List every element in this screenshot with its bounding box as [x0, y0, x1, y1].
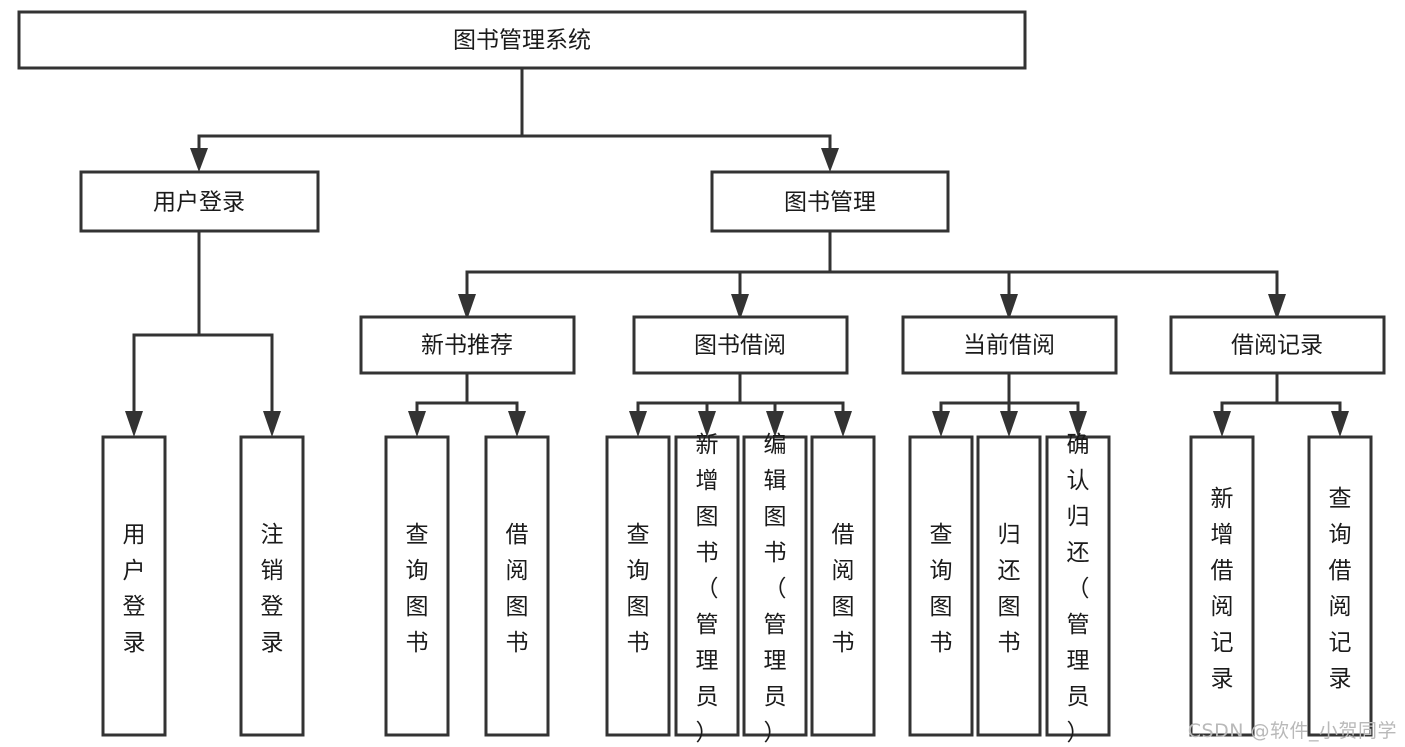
arrowhead-new-book — [458, 294, 476, 320]
node-user-login-box[interactable] — [79, 170, 320, 233]
node-borrow-record-label: 借阅记录 — [1231, 333, 1323, 359]
node-book-management-box[interactable] — [710, 170, 950, 233]
leaf-bookborrow-edit-box[interactable] — [742, 435, 808, 737]
leaf-currentborrow-confirm-box[interactable] — [1045, 435, 1111, 737]
leaf-borrowrecord-query-box[interactable] — [1307, 435, 1373, 737]
leaf-bookborrow-query-box[interactable] — [605, 435, 671, 737]
leaf-logout-box[interactable] — [239, 435, 305, 737]
leaf-bookborrow-borrow-label: 借阅图书 — [832, 522, 855, 656]
node-borrow-record-box[interactable] — [1169, 315, 1386, 375]
arrowhead-bookborrow-leaf-4 — [834, 411, 852, 437]
leaf-node[interactable]: 查询图书 — [605, 435, 671, 737]
node-root-label: 图书管理系统 — [453, 28, 591, 54]
arrowhead-borrow-record — [1268, 294, 1286, 320]
leaf-newbook-borrow-label: 借阅图书 — [506, 522, 529, 656]
leaf-newbook-query-label: 查询图书 — [406, 522, 429, 656]
leaf-node[interactable]: 确认归还（管理员） — [1045, 432, 1111, 746]
arrowhead-book-mgmt — [821, 148, 839, 172]
leaf-bookborrow-add-box[interactable] — [674, 435, 740, 737]
leaf-node[interactable]: 注销登录 — [239, 435, 305, 737]
leaf-node[interactable]: 查询图书 — [384, 435, 450, 737]
leaf-currentborrow-confirm-label: 确认归还（管理员） — [1067, 432, 1090, 746]
leaf-bookborrow-edit-label: 编辑图书（管理员） — [764, 432, 787, 746]
node-current-borrow-label: 当前借阅 — [963, 333, 1055, 359]
node-book-management-label: 图书管理 — [784, 190, 876, 216]
node-user-login-label: 用户登录 — [153, 190, 245, 216]
node-book-borrow[interactable]: 图书借阅 — [632, 315, 849, 375]
leaf-node[interactable]: 借阅图书 — [810, 435, 876, 737]
leaf-node[interactable]: 借阅图书 — [484, 435, 550, 737]
leaf-newbook-query-box[interactable] — [384, 435, 450, 737]
arrowhead-user-login-leaf-2 — [263, 411, 281, 437]
leaf-node[interactable]: 查询借阅记录 — [1307, 435, 1373, 737]
leaf-logout-label: 注销登录 — [261, 522, 284, 656]
leaf-currentborrow-return-box[interactable] — [976, 435, 1042, 737]
node-book-borrow-label: 图书借阅 — [694, 333, 786, 359]
node-current-borrow-box[interactable] — [901, 315, 1118, 375]
node-book-management[interactable]: 图书管理 — [710, 170, 950, 233]
node-user-login[interactable]: 用户登录 — [79, 170, 320, 233]
leaf-user-login-box[interactable] — [101, 435, 167, 737]
arrowhead-bookborrow-leaf-2 — [698, 411, 716, 437]
leaf-bookborrow-borrow-box[interactable] — [810, 435, 876, 737]
arrowhead-currentborrow-leaf-2 — [1000, 411, 1018, 437]
arrowhead-user-login — [190, 148, 208, 172]
arrowhead-newbook-leaf-1 — [408, 411, 426, 437]
leaf-node[interactable]: 新增图书（管理员） — [674, 432, 740, 746]
connector-layer — [125, 66, 1349, 437]
leaf-node[interactable]: 查询图书 — [908, 435, 974, 737]
arrowhead-currentborrow-leaf-3 — [1069, 411, 1087, 437]
arrowhead-bookborrow-leaf-1 — [629, 411, 647, 437]
arrowhead-current-borrow — [1000, 294, 1018, 320]
arrowhead-currentborrow-leaf-1 — [932, 411, 950, 437]
node-new-book-recommend-label: 新书推荐 — [421, 333, 513, 359]
leaf-node[interactable]: 新增借阅记录 — [1189, 435, 1255, 737]
node-borrow-record[interactable]: 借阅记录 — [1169, 315, 1386, 375]
node-new-book-recommend-box[interactable] — [359, 315, 576, 375]
node-root[interactable]: 图书管理系统 — [17, 10, 1027, 70]
arrowhead-newbook-leaf-2 — [508, 411, 526, 437]
arrowhead-bookborrow-leaf-3 — [766, 411, 784, 437]
leaf-currentborrow-return-label: 归还图书 — [998, 522, 1021, 656]
leaf-node[interactable]: 用户登录 — [101, 435, 167, 737]
node-book-borrow-box[interactable] — [632, 315, 849, 375]
leaf-bookborrow-query-label: 查询图书 — [627, 522, 650, 656]
leaf-bookborrow-add-label: 新增图书（管理员） — [696, 432, 719, 746]
node-current-borrow[interactable]: 当前借阅 — [901, 315, 1118, 375]
arrowhead-borrowrecord-leaf-2 — [1331, 411, 1349, 437]
leaf-newbook-borrow-box[interactable] — [484, 435, 550, 737]
leaf-borrowrecord-add-label: 新增借阅记录 — [1211, 486, 1234, 692]
leaf-borrowrecord-query-label: 查询借阅记录 — [1329, 486, 1352, 692]
arrowhead-book-borrow — [731, 294, 749, 320]
leaf-currentborrow-query-label: 查询图书 — [930, 522, 953, 656]
leaf-borrowrecord-add-box[interactable] — [1189, 435, 1255, 737]
arrowhead-user-login-leaf-1 — [125, 411, 143, 437]
node-root-box[interactable] — [17, 10, 1027, 70]
leaf-node[interactable]: 编辑图书（管理员） — [742, 432, 808, 746]
leaf-user-login-label: 用户登录 — [123, 522, 146, 656]
arrowhead-borrowrecord-leaf-1 — [1213, 411, 1231, 437]
node-new-book-recommend[interactable]: 新书推荐 — [359, 315, 576, 375]
leaf-currentborrow-query-box[interactable] — [908, 435, 974, 737]
leaf-node[interactable]: 归还图书 — [976, 435, 1042, 737]
